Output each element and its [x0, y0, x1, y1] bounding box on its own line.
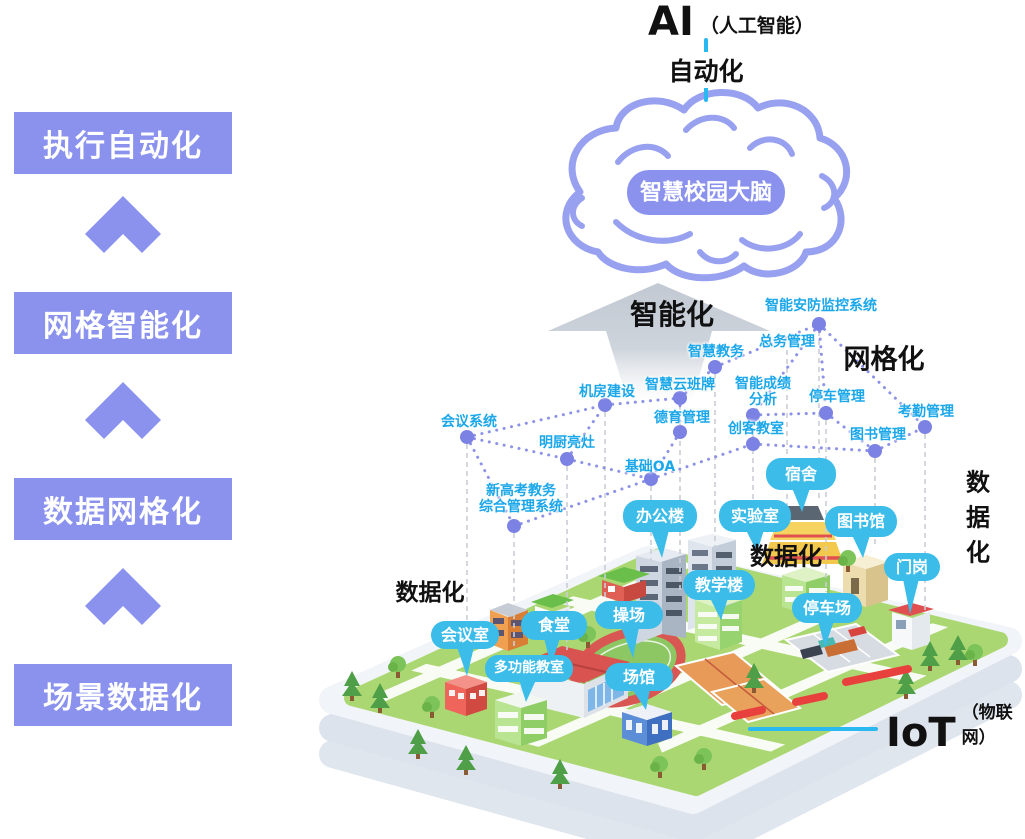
building-blue [622, 704, 672, 746]
building-gate-kiosk [888, 603, 934, 650]
svg-text:多功能教室: 多功能教室 [494, 659, 564, 676]
ladder-step-data-grid: 数据网格化 [14, 478, 232, 540]
dataization-label-left: 数据化 [395, 580, 465, 606]
teal-car [818, 637, 836, 648]
building-house-red [598, 567, 650, 603]
callout-library: 图书馆 [825, 506, 897, 558]
callout-office-building: 办公楼 [623, 500, 697, 558]
callout-dormitory: 宿舍 [766, 458, 836, 512]
building-dorm-pagoda [762, 506, 844, 564]
intelligence-label: 智能化 [629, 298, 715, 331]
callout-gate: 门岗 [884, 553, 940, 614]
svg-text:会议室: 会议室 [441, 626, 489, 645]
ai-heading: AI （人工智能） [648, 2, 814, 42]
building-library [843, 555, 888, 607]
callout-multifunction-classroom: 多功能教室 [485, 655, 573, 702]
callout-meeting-room: 会议室 [431, 621, 499, 676]
svg-text:停车场: 停车场 [803, 599, 851, 618]
svg-text:食堂: 食堂 [537, 616, 570, 635]
svg-text:实验室: 实验室 [731, 507, 779, 526]
ladder-step-execution-automation: 执行自动化 [14, 112, 232, 174]
system-label-kitchen: 明厨亮灶 [539, 434, 595, 451]
brain-label: 智慧校园大脑 [640, 180, 772, 206]
chevron-up-icon [85, 568, 161, 625]
svg-text:场馆: 场馆 [623, 668, 655, 687]
dataization-label-mid: 数据化 [750, 542, 822, 571]
svg-text:宿舍: 宿舍 [785, 465, 818, 484]
brain-illustration: 智慧校园大脑 [562, 89, 851, 282]
callout-laboratory: 实验室 [719, 500, 791, 552]
bus [824, 639, 858, 657]
chevron-up-icon [85, 196, 161, 253]
system-label-parking-mgmt: 停车管理 [809, 388, 865, 405]
svg-text:教学楼: 教学楼 [695, 576, 743, 595]
van [800, 645, 823, 659]
iot-subtitle: （物联网） [961, 703, 1013, 748]
iot-connector-line [748, 727, 878, 731]
system-label-moral-edu: 德育管理 [654, 409, 710, 426]
network-nodes [460, 317, 932, 533]
svg-text:办公楼: 办公楼 [636, 507, 684, 526]
iot-heading: IoT （物联网） [886, 698, 1025, 753]
gridization-label: 网格化 [843, 344, 925, 376]
system-label-security: 智能安防监控系统 [765, 297, 877, 314]
system-label-score: 智能成绩 分析 [735, 375, 791, 408]
ladder-step-scene-data: 场景数据化 [14, 664, 232, 726]
system-label-attendance: 考勤管理 [898, 403, 954, 420]
system-label-server-room: 机房建设 [579, 383, 635, 400]
callout-parking: 停车场 [792, 593, 862, 647]
iot-title: IoT [886, 710, 956, 756]
system-label-gaokao: 新高考教务 综合管理系统 [479, 482, 563, 515]
system-label-basic-oa: 基础OA [624, 458, 676, 475]
network-mesh [465, 322, 927, 528]
intelligence-arrow [548, 283, 770, 402]
parking-lot [783, 622, 901, 674]
system-label-book-mgmt: 图书管理 [850, 426, 906, 443]
chevron-up-icon [85, 382, 161, 439]
ladder-step-grid-intelligence: 网格智能化 [14, 292, 232, 354]
callout-venues: 场馆 [605, 663, 673, 710]
red-car [848, 626, 867, 637]
dataization-label-right: 数据化 [966, 468, 990, 567]
tablet-red-dashes [731, 665, 912, 720]
callout-playground: 操场 [595, 601, 663, 658]
automation-label: 自动化 [664, 52, 748, 88]
system-label-maker: 创客教室 [728, 420, 784, 437]
system-label-class-board: 智慧云班牌 [645, 376, 715, 393]
svg-text:门岗: 门岗 [896, 558, 928, 577]
system-label-general: 总务管理 [759, 333, 815, 350]
building-green-dorm [495, 692, 547, 746]
system-label-meeting: 会议系统 [441, 413, 497, 430]
ai-title: AI [648, 0, 694, 45]
brain-label-pill [627, 170, 785, 215]
svg-text:图书馆: 图书馆 [837, 512, 885, 531]
ai-subtitle: （人工智能） [699, 15, 814, 37]
svg-text:操场: 操场 [613, 606, 645, 625]
building-red-cube [445, 675, 487, 716]
callout-canteen: 食堂 [521, 611, 587, 666]
system-label-academic: 智慧教务 [688, 343, 744, 360]
callout-teaching-building: 教学楼 [683, 570, 755, 620]
